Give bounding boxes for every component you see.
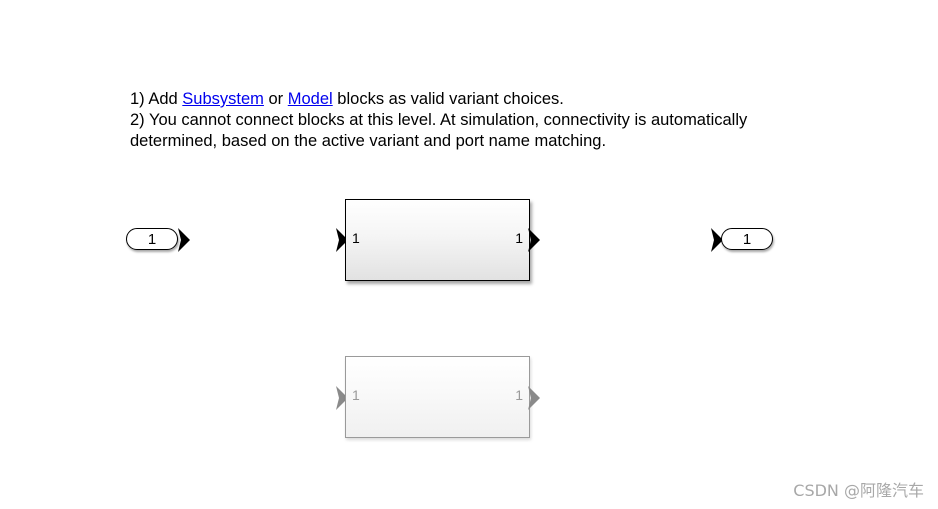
annotation-line-2: 2) You cannot connect blocks at this lev… (130, 111, 748, 129)
active-block-output-arrow-icon (528, 228, 540, 252)
annotation-text: 1) Add (130, 90, 183, 108)
active-out-port-label: 1 (515, 230, 523, 246)
inactive-block-output-arrow-icon (528, 386, 540, 410)
annotation-text: blocks as valid variant choices. (332, 90, 564, 108)
outport-input-arrow-icon (711, 228, 723, 252)
annotation-text: or (263, 90, 288, 108)
inactive-in-port-label: 1 (352, 387, 360, 403)
inactive-variant-subsystem[interactable]: 1 1 (345, 356, 530, 438)
variant-annotation: 1) Add Subsystem or Model blocks as vali… (130, 89, 830, 152)
subsystem-link[interactable]: Subsystem (182, 90, 264, 108)
annotation-line-3: determined, based on the active variant … (130, 132, 607, 150)
active-variant-subsystem[interactable]: 1 1 (345, 199, 530, 281)
outport-block[interactable]: 1 (721, 228, 773, 250)
active-block-input-arrow-icon (336, 228, 348, 252)
inactive-block-input-arrow-icon (336, 386, 348, 410)
inactive-out-port-label: 1 (515, 387, 523, 403)
active-in-port-label: 1 (352, 230, 360, 246)
annotation-line-1: 1) Add Subsystem or Model blocks as vali… (130, 89, 830, 110)
inport-output-arrow-icon (178, 228, 190, 252)
watermark: CSDN @阿隆汽车 (793, 481, 924, 500)
outport-number: 1 (742, 230, 752, 248)
inport-number: 1 (147, 230, 157, 248)
inport-block[interactable]: 1 (126, 228, 178, 250)
model-link[interactable]: Model (287, 90, 333, 108)
